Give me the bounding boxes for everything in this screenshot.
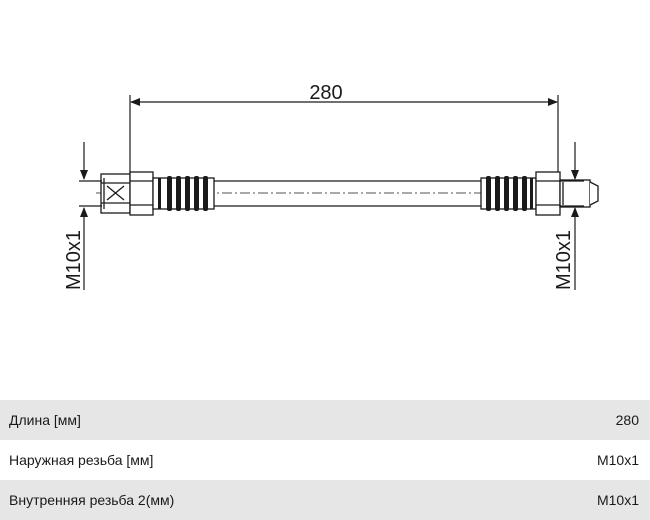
left-crimp-ribs — [158, 176, 208, 211]
spec-value-internal-thread: M10x1 — [596, 492, 639, 508]
spec-label-external-thread: Наружная резьба [мм] — [9, 452, 154, 468]
right-thread-dimension — [560, 142, 584, 290]
spec-row-external-thread: Наружная резьба [мм] M10x1 — [0, 440, 650, 480]
left-thread-label: M10x1 — [63, 230, 85, 290]
left-thread-dimension — [79, 142, 102, 290]
length-dimension-label: 280 — [309, 82, 342, 104]
spec-row-length: Длина [мм] 280 — [0, 400, 650, 440]
hose-body — [214, 180, 481, 207]
spec-value-external-thread: M10x1 — [596, 452, 639, 468]
spec-value-length: 280 — [615, 412, 639, 428]
right-thread-label: M10x1 — [553, 230, 575, 290]
spec-row-internal-thread: Внутренняя резьба 2(мм) M10x1 — [0, 480, 650, 520]
spec-label-internal-thread: Внутренняя резьба 2(мм) — [9, 492, 175, 508]
spec-table: Длина [мм] 280 Наружная резьба [мм] M10x… — [0, 400, 650, 520]
spec-label-length: Длина [мм] — [9, 412, 81, 428]
right-crimp-ribs — [486, 176, 533, 211]
length-dimension — [129, 95, 559, 178]
hose-technical-drawing: 280 — [63, 82, 600, 290]
